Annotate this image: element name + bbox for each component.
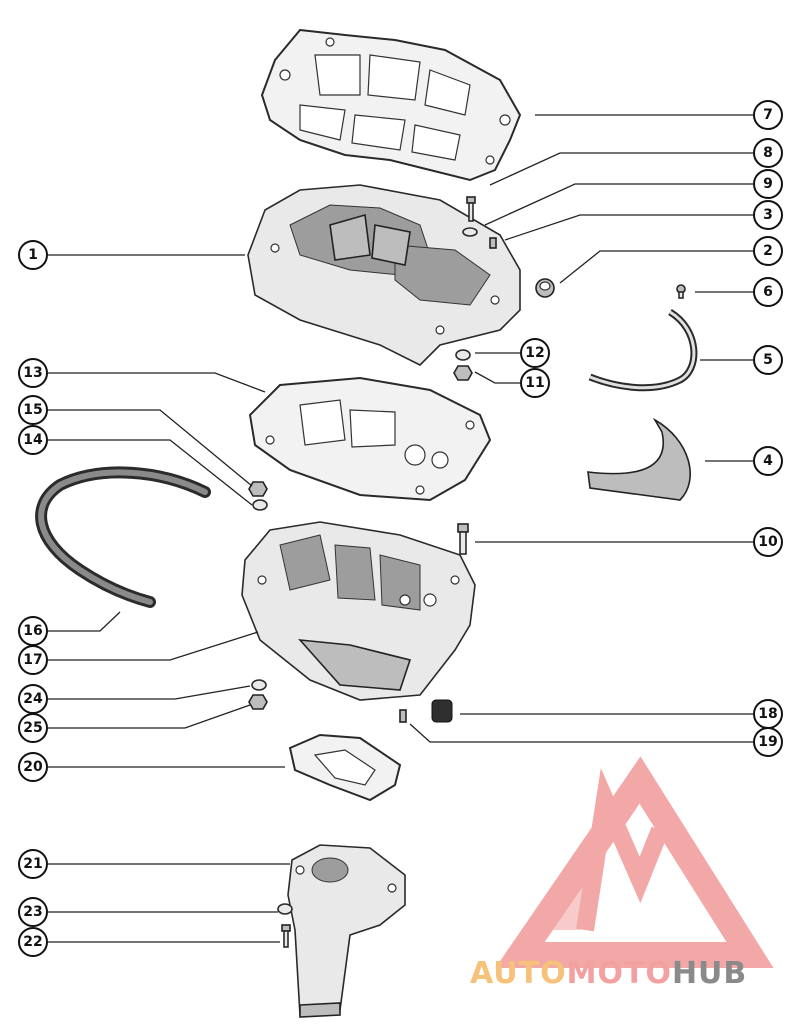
- callout-5: 5: [753, 345, 783, 375]
- part-3-pin: [489, 237, 497, 249]
- callout-17-label: 17: [23, 652, 42, 668]
- leader-lines: [48, 114, 753, 943]
- callout-18-label: 18: [758, 706, 777, 722]
- callout-10-label: 10: [758, 534, 778, 550]
- callout-2: 2: [753, 236, 783, 266]
- part-24-washer: [251, 679, 267, 691]
- callout-17: 17: [18, 645, 48, 675]
- callout-7: 7: [753, 100, 783, 130]
- callout-19-label: 19: [758, 734, 777, 750]
- callout-4-label: 4: [763, 453, 773, 469]
- part-10-bolt: [457, 523, 469, 555]
- part-4-curved-seal: [587, 417, 691, 501]
- watermark-text: AUTOMOTOHUB: [470, 956, 747, 991]
- callout-6: 6: [753, 277, 783, 307]
- callout-14-label: 14: [23, 432, 43, 448]
- part-9-washer: [462, 227, 478, 237]
- part-22-bolt: [281, 924, 291, 948]
- part-14-washer: [252, 499, 268, 511]
- callout-15: 15: [18, 395, 48, 425]
- callout-21: 21: [18, 849, 48, 879]
- callout-7-label: 7: [763, 107, 773, 123]
- watermark-auto: AUTO: [470, 956, 567, 991]
- callout-20: 20: [18, 752, 48, 782]
- part-19-pin: [399, 709, 407, 723]
- part-8-bolt: [466, 196, 476, 222]
- part-23-washer: [277, 903, 293, 915]
- callout-10: 10: [753, 527, 783, 557]
- callout-24: 24: [18, 684, 48, 714]
- part-12-washer: [455, 349, 471, 361]
- callout-1-label: 1: [28, 247, 38, 263]
- callout-25: 25: [18, 713, 48, 743]
- callout-3-label: 3: [763, 207, 773, 223]
- callout-11-label: 11: [525, 375, 544, 391]
- callout-3: 3: [753, 200, 783, 230]
- part-16-hose: [35, 466, 211, 608]
- watermark-hub: HUB: [672, 956, 747, 991]
- part-7-gasket: [260, 28, 522, 182]
- part-2-plug: [535, 278, 555, 298]
- callout-23-label: 23: [23, 904, 42, 920]
- part-20-gasket: [288, 733, 402, 802]
- callout-13-label: 13: [23, 365, 42, 381]
- part-18-plug: [431, 699, 453, 723]
- callout-14: 14: [18, 425, 48, 455]
- callout-19: 19: [753, 727, 783, 757]
- callout-25-label: 25: [23, 720, 42, 736]
- callout-16: 16: [18, 616, 48, 646]
- callout-2-label: 2: [763, 243, 773, 259]
- part-5-curved-strip: [588, 309, 698, 392]
- callout-22: 22: [18, 927, 48, 957]
- part-11-nut: [453, 365, 473, 381]
- callout-8: 8: [753, 138, 783, 168]
- callout-15-label: 15: [23, 402, 42, 418]
- callout-9: 9: [753, 169, 783, 199]
- part-15-nut: [248, 481, 268, 497]
- watermark-logo: [495, 756, 774, 968]
- part-1-upper-housing: [247, 184, 521, 366]
- callout-4: 4: [753, 446, 783, 476]
- callout-20-label: 20: [23, 759, 43, 775]
- watermark-moto: MOTO: [567, 956, 672, 991]
- callout-6-label: 6: [763, 284, 773, 300]
- callout-13: 13: [18, 358, 48, 388]
- callout-22-label: 22: [23, 934, 42, 950]
- part-13-gasket: [248, 376, 492, 502]
- part-21-exhaust-tube: [287, 844, 406, 1018]
- callout-11: 11: [520, 368, 550, 398]
- callout-9-label: 9: [763, 176, 773, 192]
- part-25-nut: [248, 694, 268, 710]
- callout-8-label: 8: [763, 145, 773, 161]
- callout-18: 18: [753, 699, 783, 729]
- callout-12-label: 12: [525, 345, 544, 361]
- callout-16-label: 16: [23, 623, 42, 639]
- callout-12: 12: [520, 338, 550, 368]
- callout-5-label: 5: [763, 352, 773, 368]
- part-6-screw: [676, 284, 686, 299]
- callout-23: 23: [18, 897, 48, 927]
- callout-21-label: 21: [23, 856, 42, 872]
- callout-24-label: 24: [23, 691, 43, 707]
- part-17-lower-housing: [241, 521, 476, 701]
- callout-1: 1: [18, 240, 48, 270]
